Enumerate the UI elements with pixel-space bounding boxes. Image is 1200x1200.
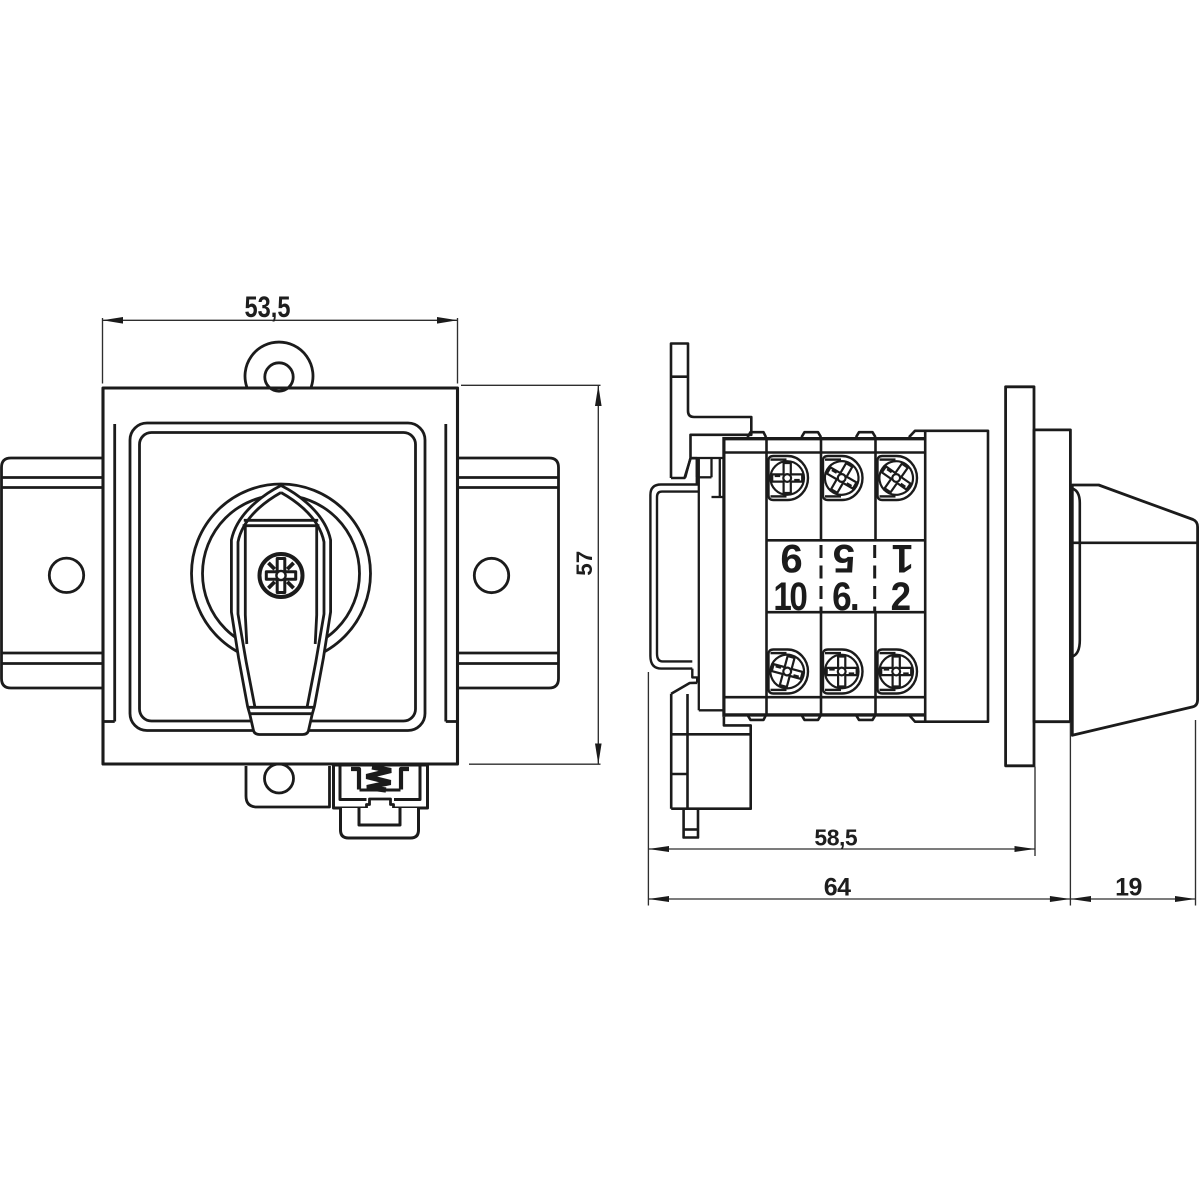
svg-text:58,5: 58,5 <box>814 824 857 850</box>
svg-text:2: 2 <box>891 575 911 620</box>
svg-text:64: 64 <box>824 873 851 901</box>
svg-text:9: 9 <box>780 536 802 580</box>
svg-text:5: 5 <box>833 536 855 580</box>
svg-text:19: 19 <box>1115 873 1142 901</box>
svg-text:53,5: 53,5 <box>245 290 291 323</box>
svg-text:6.: 6. <box>832 574 858 619</box>
svg-text:57: 57 <box>572 551 597 576</box>
svg-text:1: 1 <box>892 536 914 580</box>
svg-text:10: 10 <box>773 574 806 619</box>
